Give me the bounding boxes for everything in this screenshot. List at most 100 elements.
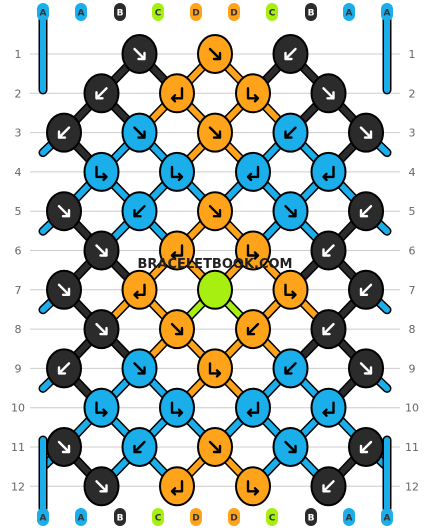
knot [235,387,271,428]
knot [121,348,158,389]
strand-label-bottom: B [305,508,317,526]
svg-text:B: B [117,9,124,19]
knot-direction-arrow-icon [170,401,184,417]
knot-direction-arrow-icon [322,480,335,493]
knot [235,151,271,192]
svg-text:A: A [384,514,391,524]
strand-label-bottom: D [190,508,202,526]
knot [46,269,82,310]
knot-direction-arrow-icon [246,87,260,103]
svg-text:C: C [269,514,276,524]
row-number-left: 11 [11,441,25,454]
row-number-left: 8 [15,323,22,336]
knot [348,112,384,153]
row-number-right: 2 [409,87,416,100]
strand-label-bottom: B [114,508,126,526]
knot-direction-arrow-icon [322,244,335,257]
knot-direction-arrow-icon [133,126,146,139]
knot-direction-arrow-icon [322,401,335,417]
knot-direction-arrow-icon [284,204,297,218]
knot-direction-arrow-icon [95,244,108,257]
strand-label-top: A [381,3,393,21]
knot [83,387,120,428]
strand-label-top: B [114,3,126,21]
knot [83,73,120,114]
row-number-right: 11 [405,441,419,454]
svg-text:A: A [78,514,85,524]
knot-direction-arrow-icon [133,440,146,454]
svg-text:A: A [346,514,353,524]
knot-direction-arrow-icon [170,244,184,260]
knot-direction-arrow-icon [208,440,222,454]
knot [272,191,309,232]
knot-direction-arrow-icon [359,362,373,375]
knot-direction-arrow-icon [57,362,71,375]
knot-direction-arrow-icon [284,47,297,61]
row-number-right: 8 [409,323,416,336]
knot [197,269,233,310]
knot [197,191,233,232]
strand-label-bottom: D [228,508,240,526]
knot-direction-arrow-icon [170,322,184,336]
knot [197,427,233,467]
knot [310,466,347,507]
strand-label-bottom: A [381,508,393,526]
knot [348,348,384,389]
knot [159,73,195,114]
knot [272,348,309,389]
knot [272,112,309,153]
row-number-right: 10 [405,402,419,415]
knot [83,230,120,271]
row-number-left: 4 [15,166,22,179]
knot [46,348,82,389]
knot-direction-arrow-icon [284,126,297,139]
knot [159,230,195,271]
knot [235,309,271,350]
svg-text:D: D [230,9,237,19]
knot [83,309,120,350]
knot-direction-arrow-icon [133,47,146,61]
knot-direction-arrow-icon [208,362,222,378]
knot-direction-arrow-icon [359,204,373,218]
knot [235,466,271,507]
row-number-left: 10 [11,402,25,415]
svg-text:B: B [117,514,124,524]
row-number-right: 5 [409,205,416,218]
knot [46,191,82,232]
row-number-left: 12 [11,480,25,493]
knot [310,387,347,428]
strand-label-bottom: A [37,508,49,526]
knot [348,269,384,310]
svg-text:D: D [192,9,199,19]
knot-direction-arrow-icon [322,322,335,336]
svg-text:D: D [230,514,237,524]
knot-direction-arrow-icon [284,362,297,375]
knot-direction-arrow-icon [95,322,108,336]
knot [310,151,347,192]
strand-label-bottom: C [152,508,164,526]
knot [83,151,120,192]
watermark: BRACELETBOOK.COM [138,257,293,272]
knot [272,34,309,74]
knot-direction-arrow-icon [246,480,260,496]
row-number-right: 4 [409,166,416,179]
knot [121,427,158,467]
svg-text:C: C [269,9,276,19]
knot-direction-arrow-icon [246,401,260,417]
knot-direction-arrow-icon [57,126,71,139]
knot [159,309,195,350]
strand-label-bottom: C [266,508,278,526]
knot [121,34,158,74]
svg-text:A: A [40,514,47,524]
strand-label-top: A [37,3,49,21]
row-number-right: 6 [409,245,416,258]
row-number-right: 1 [409,48,416,61]
strand-label-top: C [152,3,164,21]
svg-text:A: A [40,9,47,19]
knot [121,112,158,153]
knots [46,34,384,507]
knot [159,387,195,428]
knot [310,309,347,350]
knot-direction-arrow-icon [246,165,260,182]
